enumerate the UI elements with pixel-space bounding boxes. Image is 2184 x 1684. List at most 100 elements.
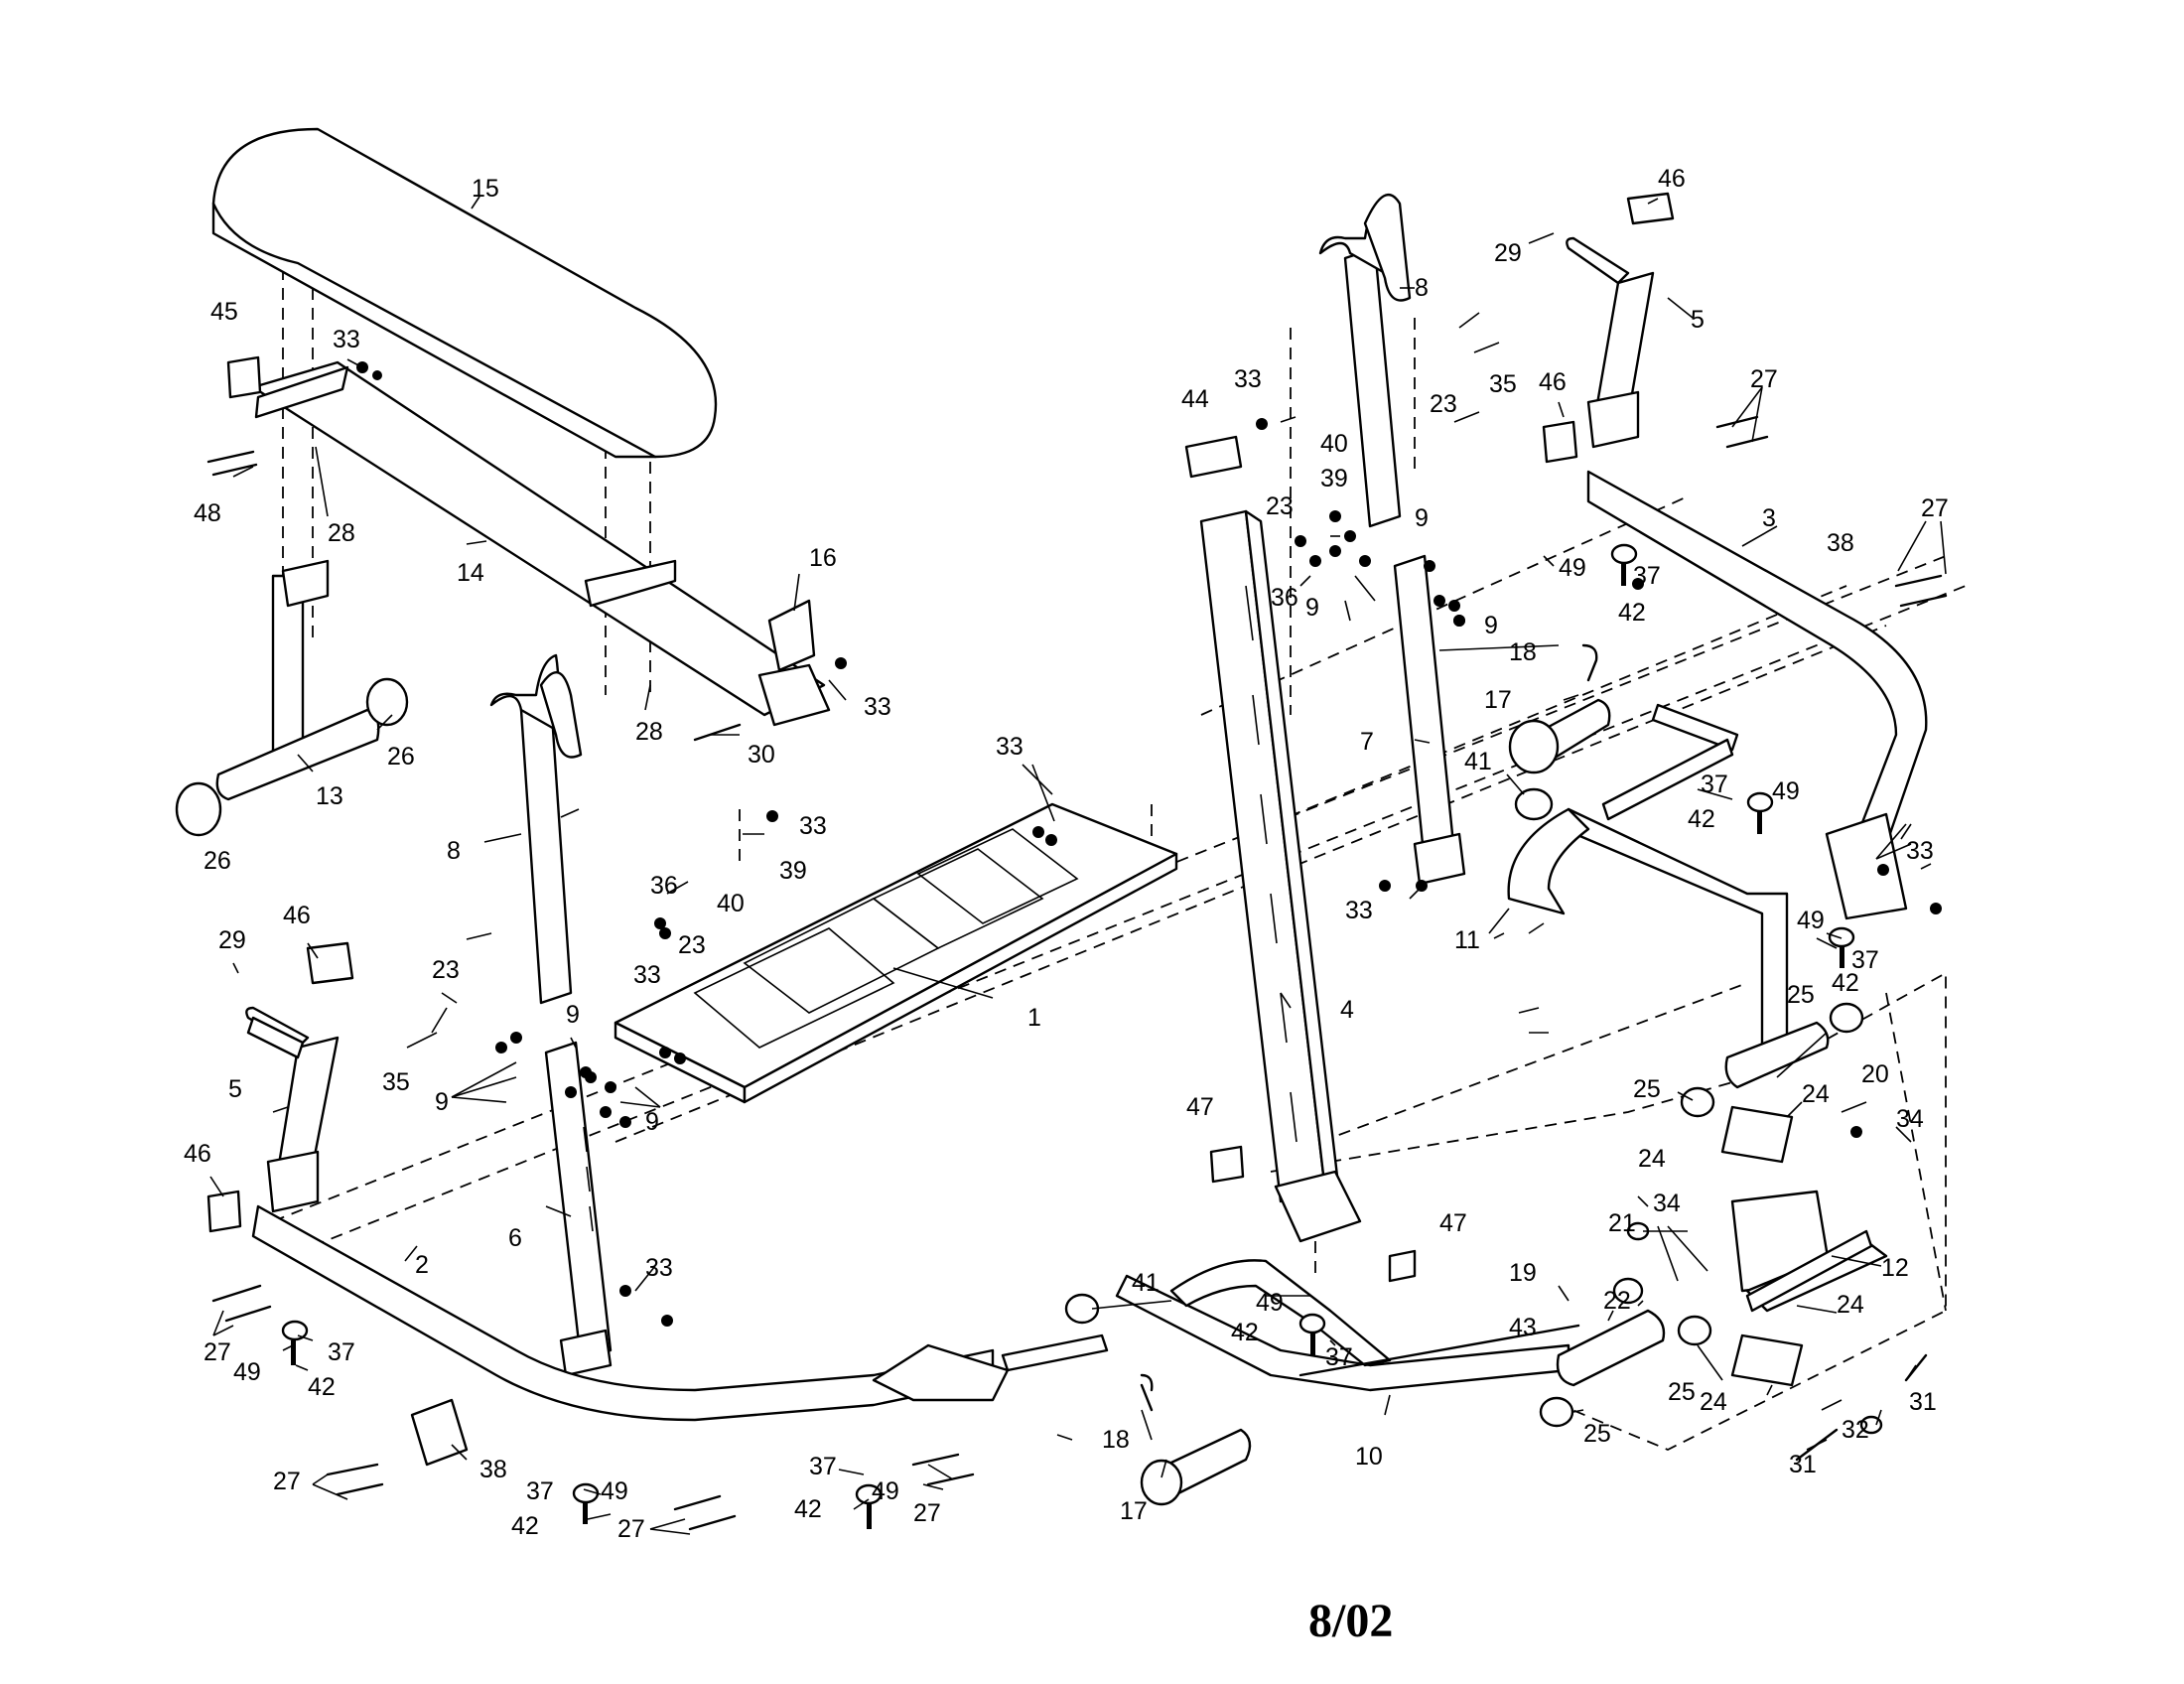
part-24-brackets — [1720, 1105, 1804, 1387]
label-37: 37 — [526, 1477, 554, 1505]
label-18: 18 — [1509, 638, 1537, 666]
label-25: 25 — [1633, 1075, 1661, 1103]
label-44: 44 — [1181, 385, 1209, 413]
label-23: 23 — [678, 931, 706, 959]
label-20: 20 — [1861, 1060, 1889, 1088]
part-11-lever — [1507, 807, 1830, 1089]
label-46: 46 — [283, 902, 311, 929]
label-41: 41 — [1464, 748, 1492, 775]
label-12: 12 — [1881, 1254, 1909, 1282]
part-14-seat-frame — [251, 360, 831, 727]
label-27: 27 — [1921, 494, 1949, 522]
label-7: 7 — [1360, 728, 1374, 756]
label-47: 47 — [1186, 1093, 1214, 1121]
label-1: 1 — [1027, 1004, 1041, 1032]
leader-lines — [209, 196, 1947, 1535]
label-37: 37 — [1851, 946, 1879, 974]
label-33: 33 — [1345, 897, 1373, 924]
label-38: 38 — [1827, 529, 1854, 557]
label-4: 4 — [1340, 996, 1354, 1024]
part-7-right-post — [1393, 554, 1466, 886]
label-33: 33 — [1234, 365, 1262, 393]
label-22: 22 — [1603, 1287, 1631, 1315]
label-38: 38 — [479, 1456, 507, 1483]
label-36: 36 — [650, 872, 678, 900]
label-24: 24 — [1837, 1291, 1864, 1319]
label-39: 39 — [1320, 465, 1348, 492]
label-39: 39 — [779, 857, 807, 885]
label-49: 49 — [233, 1358, 261, 1386]
label-3: 3 — [1762, 504, 1776, 532]
label-48: 48 — [194, 499, 221, 527]
rods — [246, 703, 1873, 1372]
label-34: 34 — [1653, 1190, 1681, 1217]
label-6: 6 — [508, 1224, 522, 1252]
label-37: 37 — [1325, 1343, 1353, 1371]
label-28: 28 — [328, 519, 355, 547]
label-9: 9 — [1484, 612, 1498, 639]
label-47: 47 — [1439, 1209, 1467, 1237]
label-9: 9 — [645, 1108, 659, 1136]
label-42: 42 — [794, 1495, 822, 1523]
label-10: 10 — [1355, 1443, 1383, 1471]
label-24: 24 — [1802, 1080, 1830, 1108]
label-42: 42 — [1832, 969, 1859, 997]
label-33: 33 — [799, 812, 827, 840]
part-4-center-upright — [1199, 509, 1362, 1243]
cap-parts — [206, 192, 1675, 1283]
label-5: 5 — [228, 1075, 242, 1103]
part-8-left-upright — [489, 653, 583, 1005]
label-5: 5 — [1691, 306, 1705, 334]
label-24: 24 — [1700, 1388, 1727, 1416]
label-37: 37 — [1633, 562, 1661, 590]
label-30: 30 — [748, 741, 775, 769]
label-33: 33 — [633, 961, 661, 989]
label-41: 41 — [1132, 1269, 1160, 1297]
label-29: 29 — [1494, 239, 1522, 267]
label-37: 37 — [328, 1338, 355, 1366]
label-19: 19 — [1509, 1259, 1537, 1287]
label-49: 49 — [1772, 777, 1800, 805]
callout-labels: 15 45 33 48 28 14 16 33 28 30 26 13 26 8… — [184, 165, 1949, 1543]
label-8: 8 — [447, 837, 461, 865]
round-parts — [1064, 787, 1883, 1435]
label-49: 49 — [601, 1477, 628, 1505]
label-31: 31 — [1909, 1388, 1937, 1416]
part-17-grip-lower — [1140, 1428, 1252, 1506]
label-27: 27 — [273, 1468, 301, 1495]
label-2: 2 — [415, 1251, 429, 1279]
label-49: 49 — [1797, 907, 1825, 934]
label-49: 49 — [1256, 1289, 1284, 1317]
label-14: 14 — [457, 559, 484, 587]
label-25: 25 — [1583, 1420, 1611, 1448]
label-49: 49 — [872, 1477, 899, 1505]
part-3-right-base — [1586, 470, 1928, 920]
label-21: 21 — [1608, 1209, 1636, 1237]
label-46: 46 — [1658, 165, 1686, 193]
label-9: 9 — [435, 1088, 449, 1116]
label-27: 27 — [913, 1499, 941, 1527]
label-25: 25 — [1668, 1378, 1696, 1406]
label-46: 46 — [184, 1140, 211, 1168]
label-43: 43 — [1509, 1314, 1537, 1341]
label-23: 23 — [1266, 492, 1294, 520]
label-42: 42 — [1618, 599, 1646, 627]
part-6-left-post — [544, 1041, 613, 1377]
label-28: 28 — [635, 718, 663, 746]
label-25: 25 — [1787, 981, 1815, 1009]
part-17-grip-upper — [1508, 698, 1611, 774]
label-16: 16 — [809, 544, 837, 572]
label-31: 31 — [1789, 1451, 1817, 1478]
label-29: 29 — [218, 926, 246, 954]
label-18: 18 — [1102, 1426, 1130, 1454]
label-37: 37 — [1701, 771, 1728, 798]
label-35: 35 — [382, 1068, 410, 1096]
part-15-seat-cushion — [211, 127, 718, 459]
label-33: 33 — [864, 693, 891, 721]
label-11: 11 — [1454, 926, 1480, 954]
label-34: 34 — [1896, 1105, 1924, 1133]
label-42: 42 — [1231, 1319, 1259, 1346]
label-27: 27 — [1750, 365, 1778, 393]
